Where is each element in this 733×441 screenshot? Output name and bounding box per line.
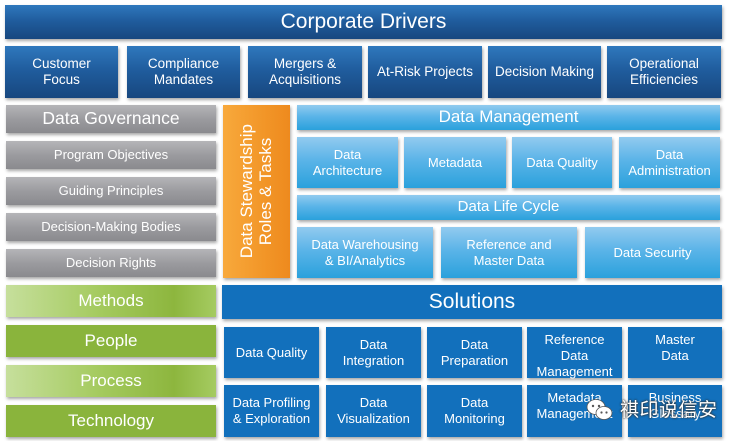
- methods-label: Methods: [78, 290, 144, 310]
- solution-label-line2: Visualization: [337, 411, 410, 426]
- driver-label-line1: Mergers &: [273, 55, 337, 71]
- dm-label-line1: Data: [655, 146, 684, 162]
- solution-label-line2: Data: [661, 347, 689, 363]
- dm-label-line1: Data Quality: [526, 154, 598, 170]
- dm-metadata: Metadata: [404, 137, 506, 188]
- dm-label-line2: & BI/Analytics: [324, 252, 406, 268]
- dm-label-line2: Administration: [628, 162, 711, 178]
- technology-label: Technology: [67, 410, 154, 430]
- driver-label-line2: Acquisitions: [268, 72, 342, 87]
- data-management-title: Data Management: [438, 107, 579, 127]
- driver-label-line1: Customer: [32, 55, 91, 71]
- driver-label-line1: Compliance: [147, 55, 220, 71]
- methods-process: Process: [6, 365, 216, 397]
- driver-label-line1: Operational: [629, 55, 699, 71]
- dm-label-line1: Reference and: [466, 236, 552, 252]
- solution-label-line1: Data: [359, 336, 388, 352]
- data-management-header: Data Management: [297, 105, 720, 130]
- governance-decision-rights: Decision Rights: [6, 249, 216, 277]
- solution-data-profiling: Data Profiling& Exploration: [224, 385, 319, 437]
- driver-label-line2: Efficiencies: [629, 72, 699, 87]
- solution-label-line2: Monitoring: [444, 411, 505, 426]
- process-label: Process: [80, 370, 142, 390]
- solution-label-line1: Data Quality: [235, 344, 308, 360]
- watermark-text: 祺印说信安: [620, 399, 718, 421]
- dm-data-warehousing: Data Warehousing& BI/Analytics: [297, 227, 433, 278]
- dm-label-line1: Data Security: [613, 244, 692, 260]
- solution-label-line1: Metadata: [547, 390, 602, 405]
- data-governance-title: Data Governance: [42, 108, 180, 129]
- governance-label: Program Objectives: [53, 147, 169, 163]
- solution-label-line1: Data: [460, 395, 489, 411]
- driver-mergers-acquisitions: Mergers &Acquisitions: [248, 46, 362, 98]
- governance-label: Decision-Making Bodies: [41, 219, 181, 235]
- governance-program-objectives: Program Objectives: [6, 141, 216, 169]
- methods-people: People: [6, 325, 216, 357]
- solution-label-line1: Data Profiling: [232, 395, 311, 411]
- methods-technology: Technology: [6, 405, 216, 437]
- solutions-header: Solutions: [222, 285, 722, 319]
- people-label: People: [84, 330, 138, 350]
- dm-label-line1: Metadata: [427, 154, 483, 170]
- driver-at-risk-projects: At-Risk Projects: [368, 46, 482, 98]
- corporate-drivers-header: Corporate Drivers: [5, 5, 722, 39]
- governance-decision-making-bodies: Decision-Making Bodies: [6, 213, 216, 241]
- solutions-title: Solutions: [428, 290, 516, 314]
- dm-label-line1: Data: [333, 146, 362, 162]
- driver-label-line2: Mandates: [153, 72, 214, 87]
- driver-label-line2: Focus: [43, 72, 80, 87]
- data-life-cycle-label: Data Life Cycle: [457, 198, 560, 216]
- stewardship-label-line1: Data Stewardship: [237, 124, 257, 259]
- governance-guiding-principles: Guiding Principles: [6, 177, 216, 205]
- wechat-icon: [586, 398, 613, 420]
- dm-label-line1: Data Warehousing: [311, 236, 419, 252]
- dm-data-security: Data Security: [585, 227, 720, 278]
- solution-data-quality: Data Quality: [224, 327, 319, 378]
- governance-label: Guiding Principles: [58, 183, 164, 199]
- dm-data-quality: Data Quality: [512, 137, 612, 188]
- solution-label-line2: Glossary: [649, 405, 701, 421]
- solution-label-line1: Reference Data: [544, 332, 605, 363]
- solution-label-line1: Data: [460, 336, 489, 352]
- governance-label: Decision Rights: [65, 255, 157, 271]
- data-stewardship-box: Data Stewardship Roles & Tasks: [223, 105, 290, 278]
- driver-decision-making: Decision Making: [488, 46, 601, 98]
- solution-label-line1: Master: [655, 332, 695, 347]
- driver-label-line1: Decision Making: [494, 63, 595, 79]
- data-governance-header: Data Governance: [6, 105, 216, 133]
- corporate-drivers-title: Corporate Drivers: [280, 10, 447, 34]
- solution-label-line2: Integration: [342, 352, 405, 368]
- solution-label-line2: & Exploration: [232, 411, 311, 426]
- dm-label-line2: Master Data: [473, 252, 545, 268]
- driver-label-line1: At-Risk Projects: [376, 63, 474, 79]
- watermark: 祺印说信安: [586, 395, 718, 422]
- solution-label-line1: Data: [359, 395, 388, 411]
- dm-label-line2: Architecture: [312, 162, 383, 178]
- methods-header: Methods: [6, 285, 216, 317]
- solution-label-line2: Preparation: [440, 352, 509, 368]
- solution-label-line2: Management: [536, 363, 613, 379]
- dm-data-life-cycle: Data Life Cycle: [297, 195, 720, 220]
- stewardship-label-line2: Roles & Tasks: [256, 137, 276, 246]
- solution-label-line1: Business: [648, 390, 702, 405]
